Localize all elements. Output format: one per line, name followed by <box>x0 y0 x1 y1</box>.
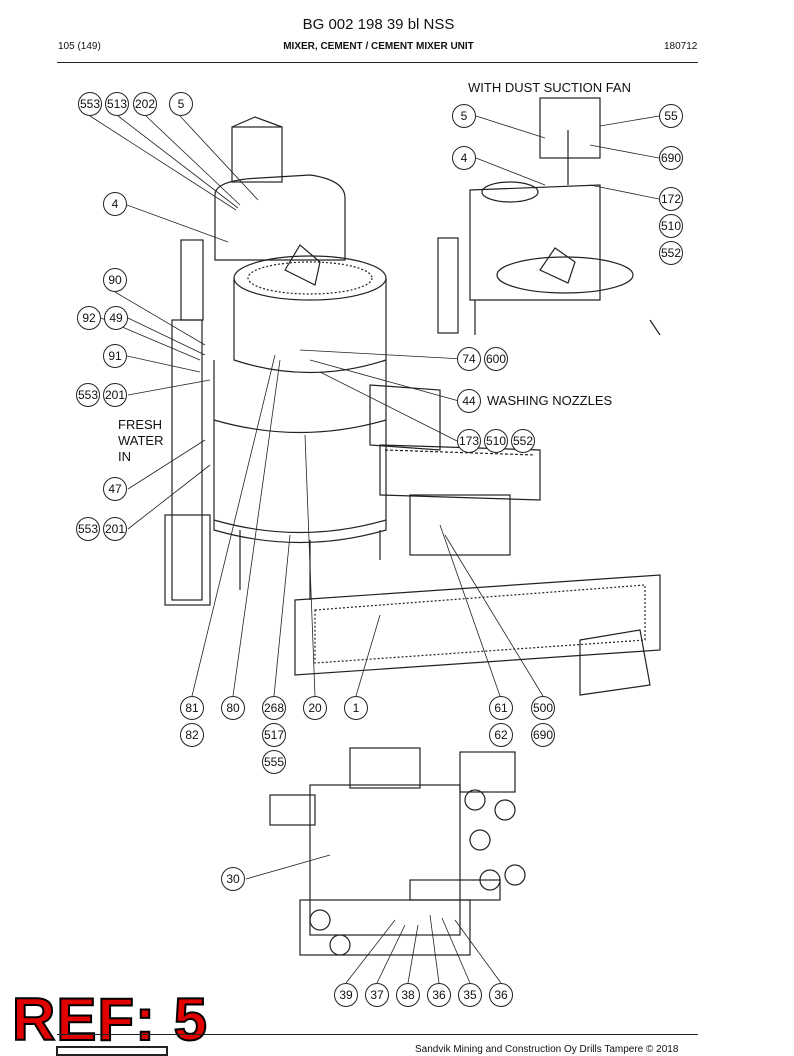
callout-690: 690 <box>659 146 683 170</box>
callout-49: 49 <box>104 306 128 330</box>
doc-code: BG 002 198 39 bl NSS <box>302 16 455 33</box>
callout-268: 268 <box>262 696 286 720</box>
callout-553: 553 <box>78 92 102 116</box>
callout-30: 30 <box>221 867 245 891</box>
callout-44: 44 <box>457 389 481 413</box>
callout-55: 55 <box>659 104 683 128</box>
header-rule <box>57 62 698 63</box>
dust-hood <box>214 116 346 261</box>
base-frame <box>239 494 511 600</box>
callout-81: 81 <box>180 696 204 720</box>
callout-5: 5 <box>169 92 193 116</box>
callout-5: 5 <box>452 104 476 128</box>
callout-1: 1 <box>344 696 368 720</box>
label-fresh-water-3: IN <box>118 449 131 464</box>
callout-82: 82 <box>180 723 204 747</box>
leader-lines <box>89 115 660 984</box>
footer-copyright: Sandvik Mining and Construction Oy Drill… <box>415 1044 679 1055</box>
callout-555: 555 <box>262 750 286 774</box>
callout-35: 35 <box>458 983 482 1007</box>
callout-37: 37 <box>365 983 389 1007</box>
footer-rule <box>57 1034 698 1035</box>
callout-172: 172 <box>659 187 683 211</box>
callout-36: 36 <box>489 983 513 1007</box>
label-dust-fan: WITH DUST SUCTION FAN <box>468 80 631 95</box>
doc-date: 180712 <box>664 41 698 52</box>
callout-47: 47 <box>103 477 127 501</box>
page-title: MIXER, CEMENT / CEMENT MIXER UNIT <box>283 41 474 52</box>
page-number: 105 (149) <box>58 41 101 52</box>
callout-201: 201 <box>103 383 127 407</box>
callout-36: 36 <box>427 983 451 1007</box>
callout-4: 4 <box>103 192 127 216</box>
callout-510: 510 <box>484 429 508 453</box>
callout-173: 173 <box>457 429 481 453</box>
label-fresh-water-1: FRESH <box>118 417 163 432</box>
callout-80: 80 <box>221 696 245 720</box>
callout-90: 90 <box>103 268 127 292</box>
callout-38: 38 <box>396 983 420 1007</box>
callout-20: 20 <box>303 696 327 720</box>
callout-74: 74 <box>457 347 481 371</box>
side-column <box>164 239 211 606</box>
callout-201: 201 <box>103 517 127 541</box>
label-washing-nozzles: WASHING NOZZLES <box>487 393 613 408</box>
callout-552: 552 <box>511 429 535 453</box>
callout-690: 690 <box>531 723 555 747</box>
mixer-drum <box>213 244 387 544</box>
callout-553: 553 <box>76 383 100 407</box>
callout-202: 202 <box>133 92 157 116</box>
callout-553: 553 <box>76 517 100 541</box>
brand-logo <box>56 1046 168 1056</box>
callout-4: 4 <box>452 146 476 170</box>
platform-lower <box>294 574 661 696</box>
callout-500: 500 <box>531 696 555 720</box>
ref-mark: REF: 5 <box>11 985 209 1054</box>
callout-600: 600 <box>484 347 508 371</box>
label-fresh-water-2: WATER <box>118 433 164 448</box>
callout-513: 513 <box>105 92 129 116</box>
callout-91: 91 <box>103 344 127 368</box>
callout-517: 517 <box>262 723 286 747</box>
callout-92: 92 <box>77 306 101 330</box>
callout-552: 552 <box>659 241 683 265</box>
callout-62: 62 <box>489 723 513 747</box>
callout-39: 39 <box>334 983 358 1007</box>
callout-510: 510 <box>659 214 683 238</box>
valve-block <box>269 747 526 956</box>
dust-fan-view <box>437 97 661 336</box>
callout-61: 61 <box>489 696 513 720</box>
